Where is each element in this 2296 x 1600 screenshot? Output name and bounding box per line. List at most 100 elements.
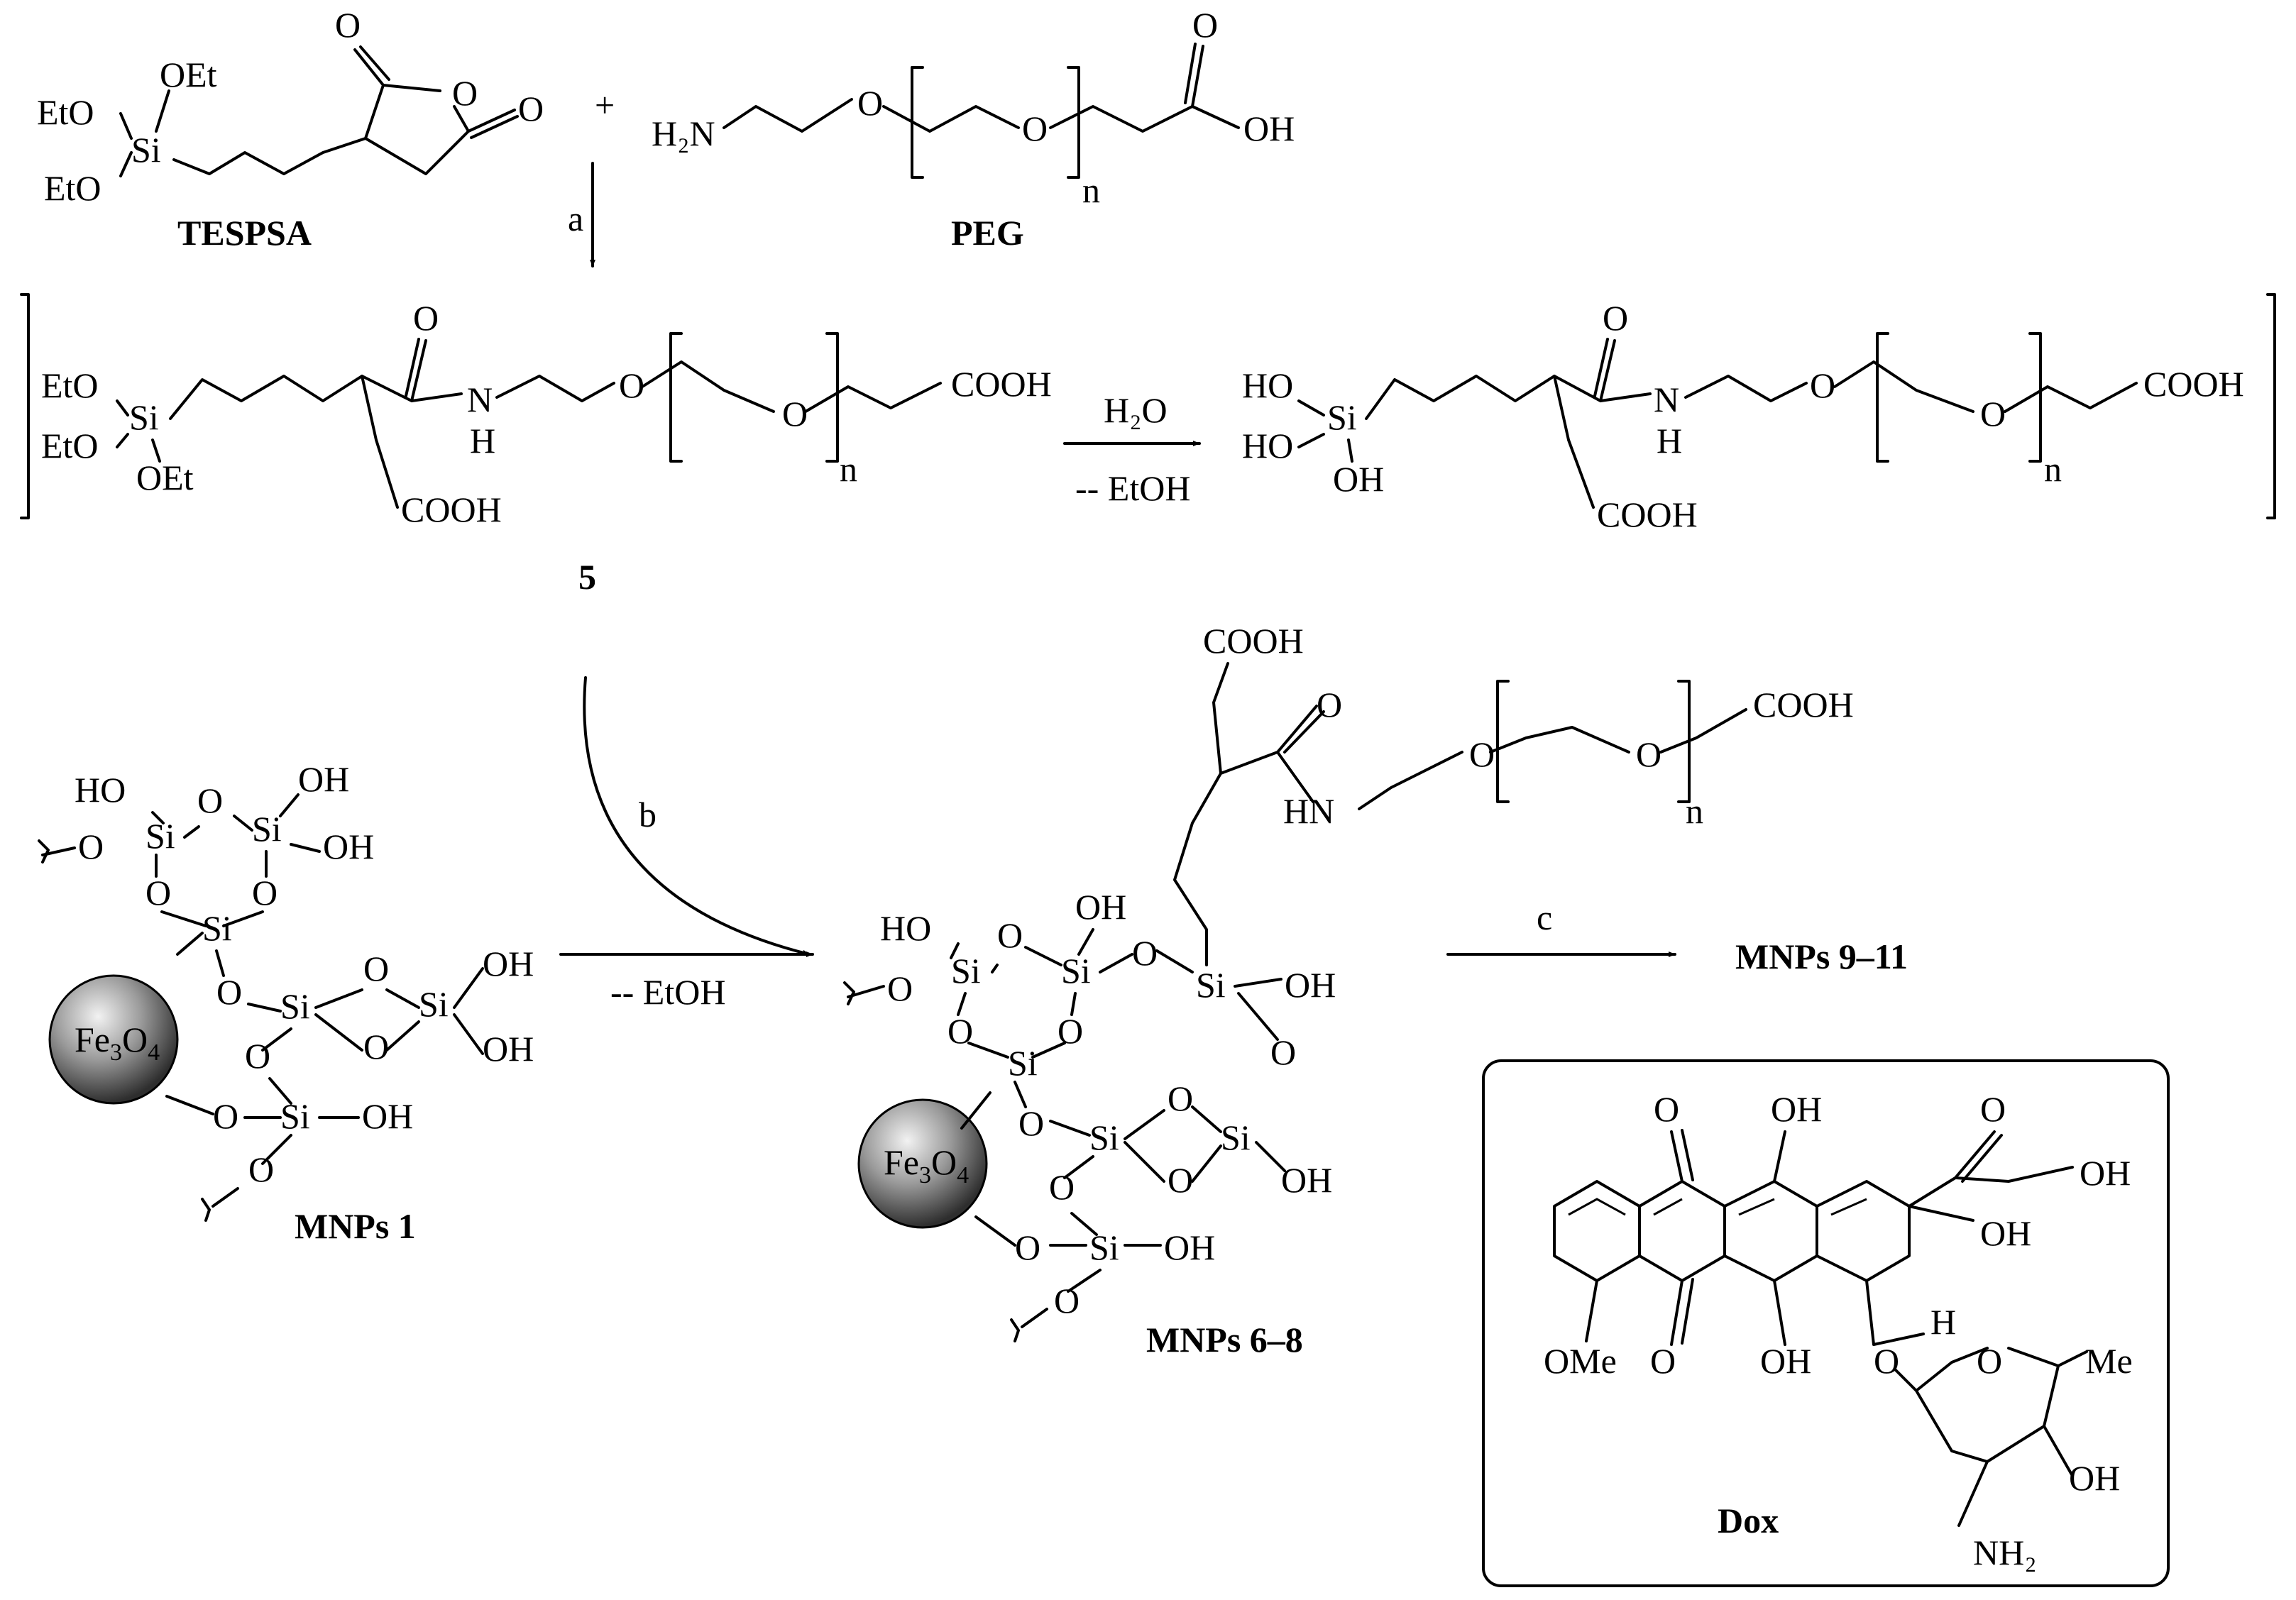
m68-si-a: Si — [951, 951, 981, 991]
dox-box: O OH O OH OH OMe O OH H O O Me OH NH₂ Do… — [1482, 1059, 2170, 1587]
m68-o-d: O — [947, 1011, 973, 1051]
peg-n: n — [1082, 170, 1100, 210]
c5-eto-2: EtO — [41, 426, 99, 465]
c5-o-carbonyl: O — [413, 298, 439, 338]
mnps1-oh-a: OH — [298, 759, 349, 799]
mnps6-8-label: MNPs 6–8 — [1146, 1320, 1303, 1359]
tespsa-o-carbonyl-2: O — [518, 89, 544, 128]
svg-text:Fe3O4: Fe3O4 — [884, 1142, 969, 1188]
c5-si: Si — [129, 397, 159, 437]
c5-o1: O — [619, 365, 644, 405]
m68-oh-a: OH — [1075, 887, 1126, 927]
sil-o-carbonyl: O — [1603, 298, 1628, 338]
dox-o-sugar: O — [1977, 1341, 2002, 1381]
tespsa-o-carbonyl-1: O — [335, 5, 361, 45]
sil-n-subscript: n — [2044, 449, 2062, 489]
c5-h: H — [470, 421, 495, 460]
m68-si-c: Si — [1008, 1043, 1038, 1083]
dox-o-glyc: O — [1874, 1341, 1899, 1381]
m68-ho: HO — [880, 908, 931, 948]
c5-eto-1: EtO — [41, 365, 99, 405]
sil-o2: O — [1980, 394, 2006, 434]
sil-h: H — [1657, 421, 1682, 460]
mnps1-fe3o4-core — [48, 974, 179, 1105]
c5-n-subscript: n — [840, 449, 857, 489]
svg-text:Fe3O4: Fe3O4 — [75, 1020, 160, 1066]
silanol-structure: HO Si HO OH O N H O O COOH COOH n — [1242, 293, 2276, 534]
mnps6-8-structure: Fe3O4 HO O OH Si Si O O O O Si O Si O O … — [843, 621, 1854, 1359]
peg-structure: H₂N O O O OH n PEG — [652, 5, 1295, 253]
mnps1-o-g: O — [363, 1027, 389, 1066]
dox-oh-bottom: OH — [1760, 1341, 1811, 1381]
hydrolysis-loss: -- EtOH — [1075, 468, 1190, 508]
mnps1-o-d: O — [252, 873, 278, 912]
m68-o-link: O — [1270, 1032, 1296, 1072]
mnps1-si-a: Si — [145, 816, 175, 856]
tespsa-structure: OEt EtO Si EtO O O O TESPSA — [37, 5, 544, 253]
sil-ho-2: HO — [1242, 426, 1293, 465]
m68-o-c: O — [887, 969, 913, 1008]
mnps1-label: MNPs 1 — [295, 1206, 416, 1246]
mnps1-o-i: O — [213, 1096, 238, 1136]
mnps1-ho: HO — [75, 770, 126, 810]
m68-o1: O — [1469, 734, 1495, 774]
m68-si-b: Si — [1061, 951, 1091, 991]
hydrolysis-water: H₂O — [1104, 390, 1168, 430]
compound-5-structure: EtO Si EtO OEt O N H O O COOH COOH n 5 — [20, 293, 1052, 597]
mnps1-si-d: Si — [280, 986, 310, 1026]
c5-n: N — [467, 380, 493, 419]
m68-o2: O — [1636, 734, 1661, 774]
sil-si: Si — [1327, 397, 1357, 437]
dox-label: Dox — [1718, 1501, 1779, 1540]
sil-cooh-chain: COOH — [2143, 364, 2244, 404]
c5-cooh-chain: COOH — [951, 364, 1052, 404]
peg-label: PEG — [951, 213, 1024, 253]
mnps1-oh-d: OH — [483, 1029, 534, 1069]
c5-cooh-branch: COOH — [401, 490, 502, 529]
dox-h: H — [1930, 1302, 1956, 1342]
tespsa-o-ring: O — [452, 73, 478, 113]
mnps1-si-e: Si — [419, 984, 449, 1024]
c5-oet: OEt — [136, 458, 194, 497]
plus-sign: + — [595, 85, 615, 125]
m68-o-g: O — [1168, 1078, 1193, 1118]
mnps1-oh-e: OH — [362, 1096, 413, 1136]
dox-box-frame — [1482, 1059, 2170, 1587]
dox-o-ketone: O — [1980, 1089, 2006, 1129]
mnps1-o-e: O — [216, 972, 242, 1012]
m68-cooh-chain: COOH — [1753, 685, 1854, 724]
sil-oh: OH — [1333, 459, 1384, 499]
m68-o-j: O — [1015, 1227, 1040, 1267]
peg-o1: O — [857, 83, 883, 123]
peg-oh: OH — [1243, 109, 1295, 148]
tespsa-eto-bottom: EtO — [44, 168, 101, 208]
mnps1-structure: Fe3O4 HO O OH Si Si OH O O O Si O Si O O… — [38, 759, 534, 1246]
step-b-label: b — [639, 795, 657, 834]
mnps1-o-c: O — [145, 873, 171, 912]
mnps1-oh-b: OH — [323, 827, 374, 866]
step-c-label: c — [1537, 898, 1552, 937]
sil-o1: O — [1810, 365, 1835, 405]
m68-o-carbonyl: O — [1317, 685, 1342, 724]
tespsa-si: Si — [131, 130, 161, 170]
peg-o2: O — [1022, 109, 1048, 148]
m68-oh-link: OH — [1285, 965, 1336, 1005]
peg-o-carbonyl: O — [1192, 5, 1218, 45]
dox-oh-sugar: OH — [2069, 1458, 2120, 1498]
mnps1-si-f: Si — [280, 1096, 310, 1136]
mnps1-si-c: Si — [202, 908, 232, 948]
mnps1-o-a: O — [197, 780, 223, 820]
tespsa-label: TESPSA — [177, 213, 312, 253]
m68-oh-b: OH — [1281, 1160, 1332, 1200]
sil-cooh-branch: COOH — [1597, 495, 1698, 534]
dox-nh2: NH₂ — [1973, 1533, 2037, 1572]
dox-oh-top: OH — [1771, 1089, 1822, 1129]
compound-5-label: 5 — [578, 557, 596, 597]
mnps1-o-f: O — [363, 949, 389, 988]
dox-ome: OMe — [1544, 1341, 1617, 1381]
tespsa-oet: OEt — [160, 55, 217, 94]
dox-o-bottom: O — [1650, 1341, 1676, 1381]
mnps1-loss: -- EtOH — [610, 972, 725, 1012]
dox-oh-side: OH — [2080, 1153, 2131, 1193]
